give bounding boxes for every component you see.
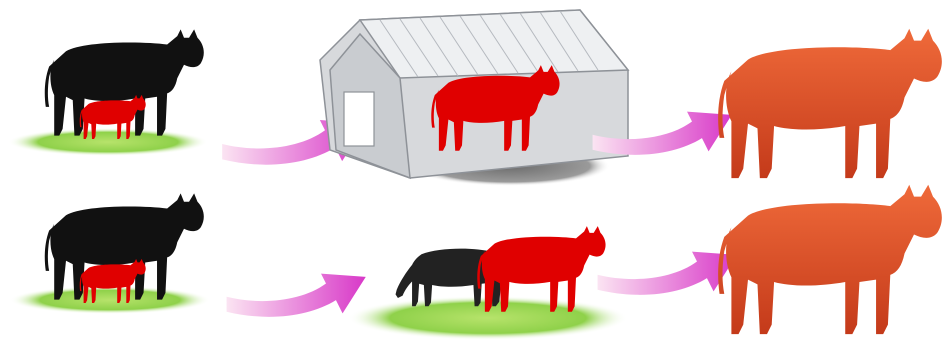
row-1 <box>8 10 942 186</box>
cow-with-calf-on-grass-icon <box>8 29 208 156</box>
curved-arrow-right-icon <box>598 252 737 295</box>
grown-cow-icon <box>718 185 942 334</box>
curved-arrow-right-icon <box>227 274 366 317</box>
row-2 <box>10 185 942 340</box>
cow-with-calf-on-grass-icon <box>10 193 210 314</box>
grown-cow-icon <box>718 29 942 178</box>
calf-in-barn-icon <box>320 10 628 186</box>
calf-with-grazing-cow-on-grass-icon <box>348 226 628 340</box>
